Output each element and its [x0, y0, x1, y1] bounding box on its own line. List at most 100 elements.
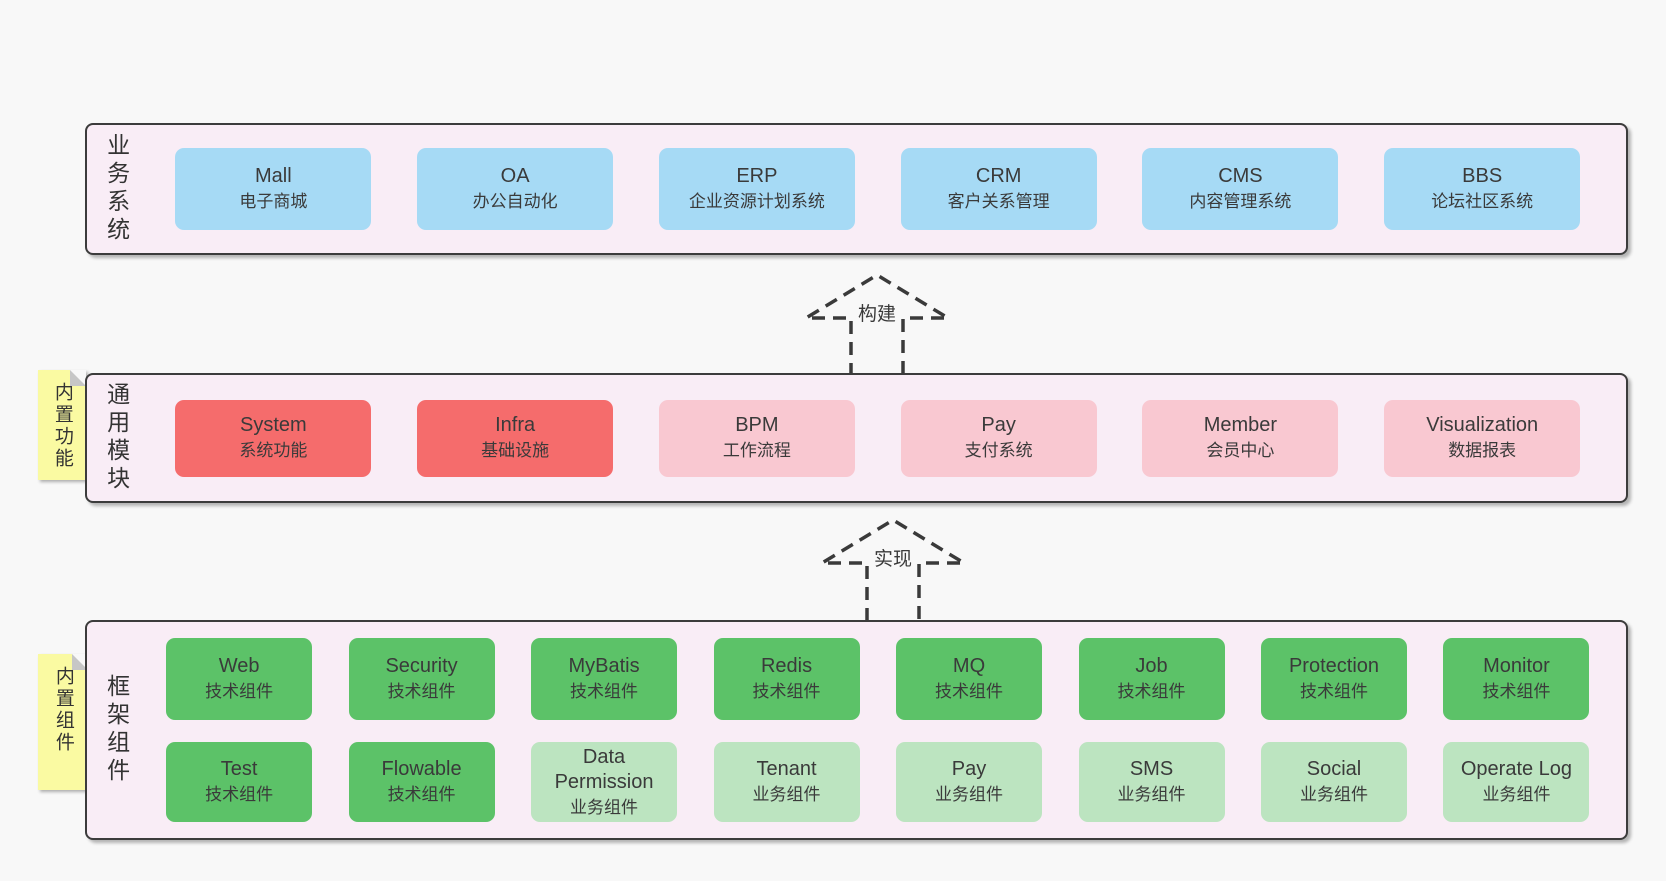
box-title: CRM	[975, 165, 1022, 188]
box-subtitle: 业务组件	[935, 785, 1004, 805]
box-subtitle: 支付系统	[964, 441, 1033, 461]
box-subtitle: 技术组件	[935, 682, 1004, 702]
box-title: Mall	[255, 165, 292, 188]
box-subtitle: 技术组件	[752, 682, 821, 702]
box-title: Pay	[981, 414, 1016, 437]
sticky-note-builtin-components: 内置组件	[38, 654, 88, 790]
layer-framework-components: 框架组件 Web 技术组件 Security 技术组件 MyBatis 技术组件…	[85, 620, 1628, 840]
box-member: Member 会员中心	[1142, 399, 1339, 477]
box-title: Operate Log	[1460, 758, 1573, 781]
layer-label-modules: 通用模块	[103, 382, 130, 494]
box-security: Security 技术组件	[348, 638, 495, 720]
box-title: MyBatis	[568, 655, 640, 678]
box-subtitle: 客户关系管理	[947, 192, 1050, 212]
box-title: CMS	[1218, 165, 1263, 188]
box-subtitle: 系统功能	[239, 441, 308, 461]
box-title: BBS	[1462, 165, 1503, 188]
box-title: Flowable	[381, 758, 462, 781]
box-title: Redis	[760, 655, 813, 678]
box-subtitle: 业务组件	[1299, 785, 1368, 805]
box-title: SMS	[1129, 758, 1174, 781]
box-subtitle: 基础设施	[481, 441, 550, 461]
box-pay-component: Pay 业务组件	[896, 742, 1043, 822]
box-pay-system: Pay 支付系统	[900, 399, 1097, 477]
box-sms: SMS 业务组件	[1078, 742, 1225, 822]
box-subtitle: 会员中心	[1206, 441, 1275, 461]
box-flowable: Flowable 技术组件	[348, 742, 495, 822]
box-operate-log: Operate Log 业务组件	[1443, 742, 1590, 822]
business-boxes: Mall 电子商城 OA 办公自动化 ERP 企业资源计划系统 CRM 客户关系…	[130, 148, 1626, 230]
box-mq: MQ 技术组件	[896, 638, 1043, 720]
box-title: Security	[385, 655, 458, 678]
box-protection: Protection 技术组件	[1260, 638, 1407, 720]
box-visualization: Visualization 数据报表	[1384, 399, 1581, 477]
box-tenant: Tenant 业务组件	[713, 742, 860, 822]
box-subtitle: 业务组件	[570, 797, 639, 817]
box-subtitle: 技术组件	[1299, 682, 1368, 702]
box-title: BPM	[735, 414, 779, 437]
sticky-label: 内置功能	[51, 382, 73, 470]
box-subtitle: 技术组件	[387, 785, 456, 805]
box-erp: ERP 企业资源计划系统	[658, 148, 855, 230]
box-subtitle: 技术组件	[387, 682, 456, 702]
implement-arrow-label: 实现	[870, 543, 916, 572]
box-title: Data Permission	[554, 745, 654, 793]
box-redis: Redis 技术组件	[713, 638, 860, 720]
box-mall: Mall 电子商城	[175, 148, 372, 230]
box-title: Job	[1135, 655, 1168, 678]
box-test: Test 技术组件	[166, 742, 313, 822]
box-subtitle: 业务组件	[1482, 785, 1551, 805]
box-title: System	[240, 414, 307, 437]
layer-common-modules: 通用模块 System 系统功能 Infra 基础设施 BPM 工作流程 Pay…	[85, 373, 1628, 503]
box-subtitle: 技术组件	[570, 682, 639, 702]
folded-corner-icon	[70, 370, 86, 386]
box-subtitle: 技术组件	[205, 785, 274, 805]
box-subtitle: 技术组件	[1482, 682, 1551, 702]
box-title: Social	[1306, 758, 1362, 781]
box-oa: OA 办公自动化	[417, 148, 614, 230]
framework-row-2: Test 技术组件 Flowable 技术组件 Data Permission …	[130, 742, 1626, 822]
framework-rows: Web 技术组件 Security 技术组件 MyBatis 技术组件 Redi…	[130, 638, 1626, 822]
box-subtitle: 企业资源计划系统	[688, 192, 825, 212]
framework-row-1: Web 技术组件 Security 技术组件 MyBatis 技术组件 Redi…	[130, 638, 1626, 720]
build-arrow-label: 构建	[854, 298, 900, 327]
box-title: Member	[1203, 414, 1278, 437]
box-web: Web 技术组件	[166, 638, 313, 720]
box-title: Monitor	[1483, 655, 1550, 678]
box-title: Test	[220, 758, 258, 781]
box-job: Job 技术组件	[1078, 638, 1225, 720]
box-subtitle: 电子商城	[239, 192, 308, 212]
box-title: Web	[218, 655, 260, 678]
box-title: ERP	[736, 165, 778, 188]
box-crm: CRM 客户关系管理	[900, 148, 1097, 230]
layer-business-systems: 业务系统 Mall 电子商城 OA 办公自动化 ERP 企业资源计划系统 CRM…	[85, 123, 1628, 255]
box-subtitle: 数据报表	[1448, 441, 1517, 461]
box-subtitle: 论坛社区系统	[1431, 192, 1534, 212]
box-subtitle: 技术组件	[205, 682, 274, 702]
box-infra: Infra 基础设施	[417, 399, 614, 477]
box-data-permission: Data Permission 业务组件	[531, 742, 678, 822]
box-monitor: Monitor 技术组件	[1443, 638, 1590, 720]
layer-label-framework: 框架组件	[103, 674, 130, 786]
layer-label-business: 业务系统	[103, 133, 130, 245]
build-arrow: 构建	[802, 272, 952, 376]
module-boxes: System 系统功能 Infra 基础设施 BPM 工作流程 Pay 支付系统…	[130, 399, 1626, 477]
folded-corner-icon	[72, 654, 88, 670]
box-title: Pay	[951, 758, 987, 781]
box-title: Tenant	[756, 758, 817, 781]
box-subtitle: 内容管理系统	[1189, 192, 1292, 212]
box-cms: CMS 内容管理系统	[1142, 148, 1339, 230]
box-bbs: BBS 论坛社区系统	[1384, 148, 1581, 230]
box-title: MQ	[952, 655, 986, 678]
box-subtitle: 业务组件	[752, 785, 821, 805]
sticky-note-builtin-features: 内置功能	[38, 370, 86, 480]
box-title: Protection	[1288, 655, 1380, 678]
box-subtitle: 办公自动化	[472, 192, 558, 212]
box-bpm: BPM 工作流程	[658, 399, 855, 477]
box-mybatis: MyBatis 技术组件	[531, 638, 678, 720]
implement-arrow: 实现	[818, 517, 968, 621]
sticky-label: 内置组件	[52, 666, 74, 754]
box-social: Social 业务组件	[1260, 742, 1407, 822]
box-subtitle: 工作流程	[722, 441, 791, 461]
